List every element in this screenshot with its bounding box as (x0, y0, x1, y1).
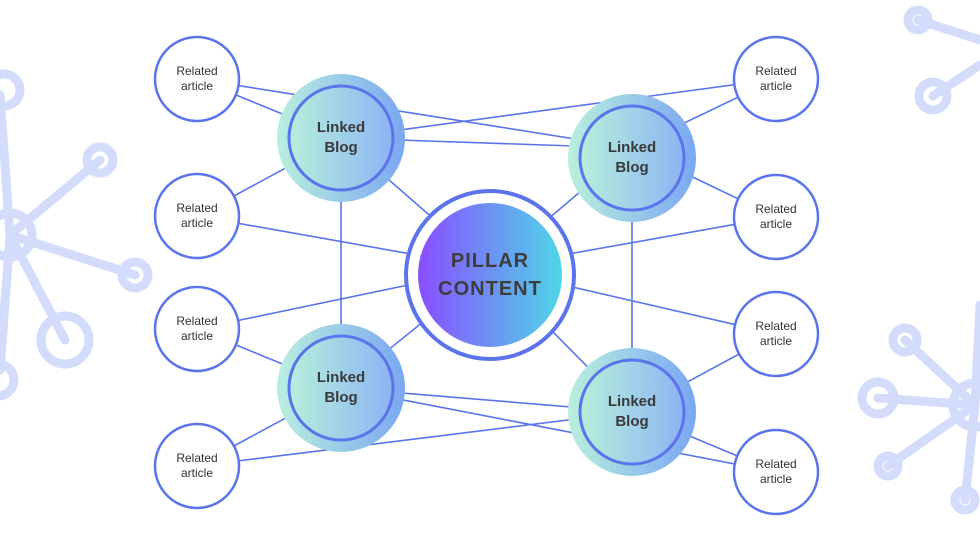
related-article-node (732, 173, 820, 261)
related-article-node (153, 285, 241, 373)
linked-blog-node (287, 84, 395, 192)
linked-blog-nodes (277, 74, 696, 476)
linked-blog-node (578, 358, 686, 466)
linked-blog-node (578, 104, 686, 212)
network-node-icon (903, 5, 980, 115)
related-article-nodes (153, 35, 820, 516)
related-article-node (153, 35, 241, 123)
network-node-icon (0, 69, 153, 401)
linked-blog-node (287, 334, 395, 442)
related-article-node (732, 290, 820, 378)
pillar-content-node (404, 189, 576, 361)
network-node-icon (857, 300, 980, 515)
related-article-node (153, 422, 241, 510)
related-article-node (732, 428, 820, 516)
related-article-node (153, 172, 241, 260)
related-article-node (732, 35, 820, 123)
